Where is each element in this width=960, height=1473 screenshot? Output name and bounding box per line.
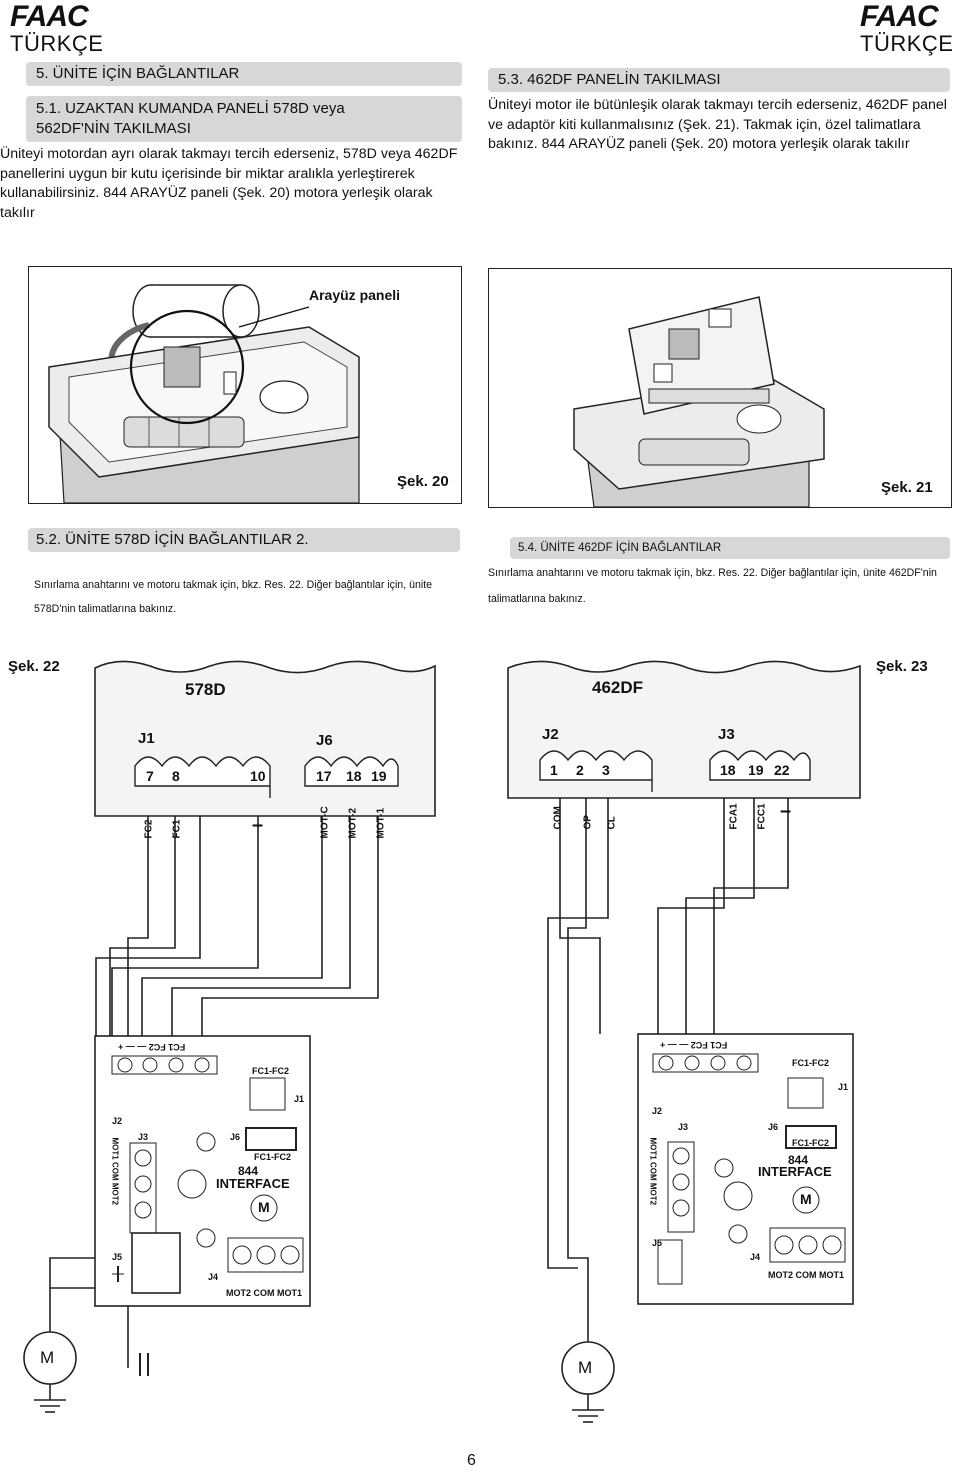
figure-22-iface-j6: J6 [230, 1132, 241, 1142]
figure-23-pin-19: 19 [748, 762, 764, 778]
figure-22-wire-fc1: FC1 [171, 819, 183, 839]
figure-23-iface-fc-mid: FC1-FC2 [792, 1138, 830, 1148]
figure-22-wire-mot1: MOT-1 [375, 807, 387, 839]
figure-22: Şek. 22 [0, 648, 464, 1460]
figure-20-callout: Arayüz paneli [309, 287, 401, 303]
figure-22-board-label: 578D [185, 680, 226, 699]
section-5-1-heading-line1: 5.1. UZAKTAN KUMANDA PANELİ 578D veya [36, 100, 345, 117]
figure-23-wire-op: OP [582, 815, 594, 830]
figure-22-wire-mot2: MOT-2 [347, 807, 359, 839]
figure-22-iface-title2: INTERFACE [216, 1176, 290, 1191]
figure-23-iface-j4: J4 [750, 1252, 761, 1262]
figure-23-wire-minus: – [780, 800, 792, 822]
section-5-2-heading: 5.2. ÜNİTE 578D İÇİN BAĞLANTILAR 2. [36, 531, 309, 548]
figure-23-iface-j1: J1 [838, 1082, 849, 1092]
figure-23-pin-3: 3 [602, 762, 610, 778]
figure-20-frame: Arayüz paneli Şek. 20 [28, 266, 462, 504]
section-5-4-heading: 5.4. ÜNİTE 462DF İÇİN BAĞLANTILAR [518, 542, 722, 554]
language-label-right: TÜRKÇE [860, 31, 954, 56]
figure-22-iface-j3: J3 [138, 1132, 149, 1142]
figure-23-iface-title2: INTERFACE [758, 1164, 832, 1179]
figure-23-board-label: 462DF [592, 678, 644, 697]
figure-23-motor: M [578, 1358, 593, 1377]
figure-22-wiring [23, 660, 436, 1413]
section-5-1-heading-line2: 562DF'NİN TAKILMASI [36, 120, 191, 137]
section-5-1-body: Üniteyi motordan ayrı olarak takmayı ter… [0, 146, 458, 221]
figure-22-motor: M [40, 1348, 55, 1367]
figure-22-iface-title1: 844 [238, 1164, 259, 1178]
figure-23-wire-com: COM [552, 806, 564, 830]
section-5-2-heading-bar: 5.2. ÜNİTE 578D İÇİN BAĞLANTILAR 2. [28, 528, 460, 552]
figure-23-iface-title1: 844 [788, 1153, 809, 1167]
section-5-3-heading-bar: 5.3. 462DF PANELİN TAKILMASI [488, 68, 950, 92]
figure-23-iface-bottom: MOT2 COM MOT1 [768, 1270, 844, 1280]
figure-23-pin-18: 18 [720, 762, 736, 778]
figure-22-iface-fc-top: FC1-FC2 [252, 1066, 290, 1076]
figure-23-caption: Şek. 23 [876, 658, 928, 675]
figure-22-iface-bottom: MOT2 COM MOT1 [226, 1288, 302, 1298]
figure-22-pin-17: 17 [316, 768, 332, 784]
figure-22-caption: Şek. 22 [8, 658, 60, 675]
figure-22-iface-fc-mid: FC1-FC2 [254, 1152, 292, 1162]
figure-23-iface-j6: J6 [768, 1122, 779, 1132]
figure-21-drawing [573, 296, 825, 507]
figure-23-iface-side: MOT1 COM MOT2 [648, 1137, 658, 1206]
figure-23-pin-22: 22 [774, 762, 790, 778]
figure-22-wire-fc2: FC2 [143, 819, 155, 839]
figure-23-wiring [507, 660, 861, 1423]
faac-logo-left: FAAC [10, 0, 89, 33]
section-5-4-body-line2: talimatlarına bakınız. [488, 593, 586, 605]
page-number: 6 [467, 1452, 476, 1469]
section-5-heading-bar: 5. ÜNİTE İÇİN BAĞLANTILAR [26, 62, 462, 86]
figure-23-pin-1: 1 [550, 762, 558, 778]
figure-23-iface-m: M [800, 1191, 812, 1207]
language-label-left: TÜRKÇE [10, 31, 104, 56]
section-5-4-heading-bar: 5.4. ÜNİTE 462DF İÇİN BAĞLANTILAR [510, 537, 950, 559]
figure-22-iface-top-labels: FC1 FC2 — — + [118, 1042, 186, 1052]
figure-23-iface-top-labels: FC1 FC2 — — + [660, 1040, 728, 1050]
figure-22-iface-j5: J5 [112, 1252, 123, 1262]
figure-22-pin-18: 18 [346, 768, 362, 784]
faac-logo-right: FAAC [860, 0, 939, 33]
figure-22-iface-m: M [258, 1199, 270, 1215]
figure-23-iface-j2: J2 [652, 1106, 663, 1116]
section-5-2-body-line1: Sınırlama anahtarını ve motoru takmak iç… [34, 579, 433, 591]
figure-22-conn-j1: J1 [138, 730, 155, 747]
figure-23-wire-cl: CL [606, 816, 618, 830]
section-5-2-body-line2: 578D'nin talimatlarına bakınız. [34, 603, 177, 615]
figure-20-drawing [48, 284, 360, 503]
section-5-3-body: Üniteyi motor ile bütünleşik olarak takm… [488, 97, 947, 152]
figure-23-wire-fca1: FCA1 [728, 803, 740, 830]
section-5-3-heading: 5.3. 462DF PANELİN TAKILMASI [498, 71, 721, 88]
figure-22-iface-side: MOT1 COM MOT2 [110, 1137, 120, 1206]
figure-21-caption: Şek. 21 [881, 479, 933, 496]
figure-23-conn-j2: J2 [542, 726, 559, 743]
figure-22-pin-8: 8 [172, 768, 180, 784]
section-5-heading: 5. ÜNİTE İÇİN BAĞLANTILAR [36, 65, 240, 82]
figure-23-iface-j5: J5 [652, 1238, 663, 1248]
figure-23: Şek. 23 462DF J2 J3 1 [488, 648, 960, 1460]
figure-23-pin-2: 2 [576, 762, 584, 778]
figure-22-pin-19: 19 [371, 768, 387, 784]
figure-22-iface-j2: J2 [112, 1116, 123, 1126]
figure-23-conn-j3: J3 [718, 726, 735, 743]
figure-22-wire-motc: MOT-C [319, 806, 331, 839]
figure-22-pin-7: 7 [146, 768, 154, 784]
figure-22-conn-j6: J6 [316, 732, 333, 749]
figure-22-wire-minus: – [252, 814, 264, 836]
figure-21-frame: Şek. 21 [488, 268, 952, 508]
figure-23-wire-fcc1: FCC1 [756, 803, 768, 830]
figure-22-pin-10: 10 [250, 768, 266, 784]
figure-23-iface-fc-top: FC1-FC2 [792, 1058, 830, 1068]
section-5-1-heading-bar: 5.1. UZAKTAN KUMANDA PANELİ 578D veya 56… [26, 96, 462, 142]
figure-23-iface-j3: J3 [678, 1122, 689, 1132]
section-5-4-body-line1: Sınırlama anahtarını ve motoru takmak iç… [488, 567, 937, 579]
figure-22-iface-j4: J4 [208, 1272, 219, 1282]
figure-20-caption: Şek. 20 [397, 473, 449, 490]
figure-22-iface-j1: J1 [294, 1094, 305, 1104]
